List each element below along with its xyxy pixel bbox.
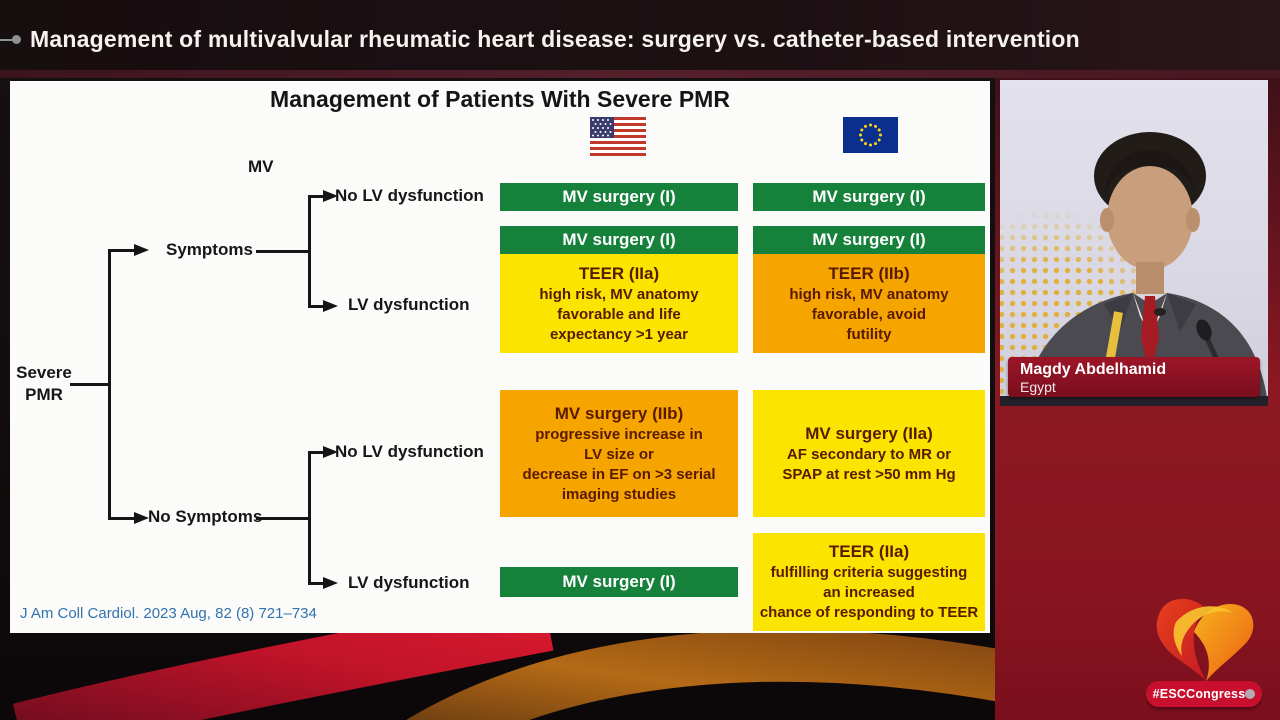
tree-line: [108, 517, 134, 520]
tree-line: [108, 249, 111, 520]
rec-eu-nosymptoms-lv: TEER (IIa) fulfilling criteria suggestin…: [753, 533, 985, 631]
rec-text: high risk, MV anatomy favorable, avoid f…: [789, 285, 949, 343]
us-flag-icon: [590, 117, 646, 156]
timeline-line: [0, 39, 16, 41]
tree-line: [308, 195, 311, 308]
rec-title: MV surgery (IIa): [805, 423, 933, 443]
header-divider: [0, 70, 1280, 78]
tree-line: [256, 517, 309, 520]
session-title: Management of multivalvular rheumatic he…: [30, 26, 1080, 52]
arrow-icon: [134, 244, 149, 256]
arrow-icon: [323, 446, 338, 458]
slide-title: Management of Patients With Severe PMR: [270, 86, 730, 112]
rec-body: TEER (IIa) high risk, MV anatomy favorab…: [500, 254, 738, 353]
rec-us-nosymptoms-lv: MV surgery (I): [500, 567, 738, 597]
eu-flag-icon: [843, 117, 898, 153]
timeline-dot-icon: [12, 35, 21, 44]
rec-us-symptoms-lv: MV surgery (I) TEER (IIa) high risk, MV …: [500, 226, 738, 353]
rec-eu-nosymptoms-no-lv: MV surgery (IIa) AF secondary to MR or S…: [753, 390, 985, 517]
rec-eu-symptoms-lv: MV surgery (I) TEER (IIb) high risk, MV …: [753, 226, 985, 353]
tree-line: [308, 451, 324, 454]
tree-line: [308, 582, 324, 585]
rec-title: TEER (IIb): [828, 263, 910, 283]
speaker-video-feed: Magdy Abdelhamid Egypt: [1000, 80, 1268, 406]
arrow-icon: [323, 577, 338, 589]
session-header: Management of multivalvular rheumatic he…: [0, 0, 1280, 70]
slide-canvas: Management of Patients With Severe PMR: [10, 81, 990, 633]
rec-us-symptoms-no-lv: MV surgery (I): [500, 183, 738, 211]
rec-title: MV surgery (IIb): [554, 403, 684, 423]
speaker-name: Magdy Abdelhamid: [1020, 361, 1167, 378]
tree-node-sym-lv: LV dysfunction: [348, 295, 470, 314]
tree-line: [256, 250, 309, 253]
rec-text: fulfilling criteria suggesting an increa…: [759, 564, 979, 621]
rec-text: high risk, MV anatomy favorable and life…: [539, 285, 699, 343]
desk-edge: [1000, 396, 1268, 406]
tree-root-severe-pmr: Severe PMR: [16, 363, 72, 404]
rec-body: TEER (IIb) high risk, MV anatomy favorab…: [753, 254, 985, 353]
tree-node-symptoms: Symptoms: [166, 240, 253, 259]
tree-node-sym-no-lv: No LV dysfunction: [335, 186, 484, 205]
rec-text: progressive increase in LV size or decre…: [522, 425, 716, 503]
arrow-icon: [323, 190, 338, 202]
tree-line: [308, 451, 311, 585]
rec-eu-symptoms-no-lv: MV surgery (I): [753, 183, 985, 211]
speaker-country: Egypt: [1020, 379, 1056, 395]
record-dot-icon: [1245, 689, 1255, 699]
tree-line: [108, 249, 134, 252]
rec-header: MV surgery (I): [753, 226, 985, 254]
rec-title: TEER (IIa): [828, 542, 910, 561]
rec-header: MV surgery (I): [500, 226, 738, 254]
mv-column-label: MV: [248, 157, 274, 176]
tree-node-no-symptoms: No Symptoms: [148, 507, 263, 526]
rec-us-nosymptoms-no-lv: MV surgery (IIb) progressive increase in…: [500, 390, 738, 517]
tree-node-nosym-lv: LV dysfunction: [348, 573, 470, 592]
esc-ribbon-graphic: [12, 600, 1010, 720]
arrow-icon: [134, 512, 149, 524]
rec-title: TEER (IIa): [578, 263, 660, 283]
tree-node-nosym-no-lv: No LV dysfunction: [335, 442, 484, 461]
tree-line: [308, 305, 324, 308]
arrow-icon: [323, 300, 338, 312]
rec-text: AF secondary to MR or SPAP at rest >50 m…: [782, 445, 956, 483]
tree-line: [308, 195, 324, 198]
esc-heart-logo-icon: [1156, 598, 1254, 681]
esc-congress-hashtag-badge: #ESCCongress: [1146, 681, 1262, 707]
tree-line: [70, 383, 108, 386]
hashtag-text: #ESCCongress: [1152, 687, 1246, 701]
citation-text: J Am Coll Cardiol. 2023 Aug, 82 (8) 721–…: [20, 605, 317, 622]
speaker-name-plate: Magdy Abdelhamid Egypt: [1008, 357, 1260, 397]
